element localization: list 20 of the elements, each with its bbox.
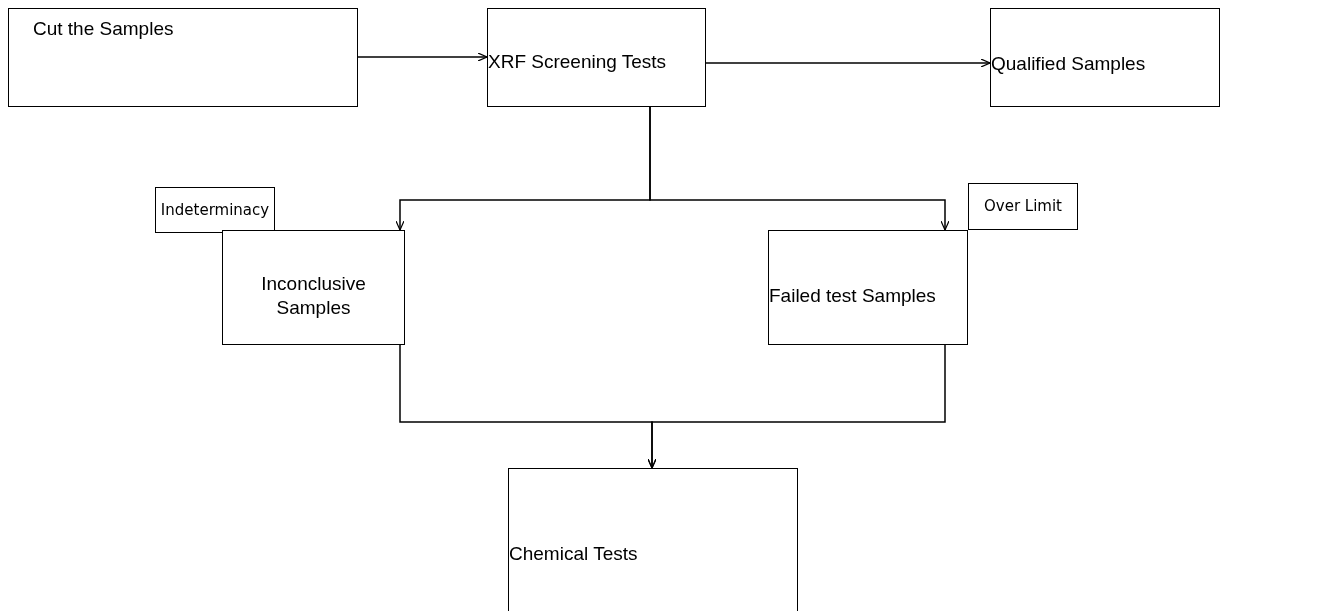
process-box (768, 230, 968, 345)
box-label: Chemical Tests (509, 542, 638, 566)
process-box (8, 8, 358, 107)
box-label: Failed test Samples (769, 283, 936, 308)
process-box (968, 183, 1078, 230)
box-label: Cut the Samples (33, 17, 174, 41)
arrow (705, 58, 991, 68)
box-label: XRF Screening Tests (488, 49, 667, 74)
process-box (487, 8, 706, 107)
box-label: Over Limit (983, 197, 1062, 216)
process-box (222, 230, 405, 345)
box-label: Indeterminacy (160, 200, 270, 220)
process-box (990, 8, 1220, 107)
arrow (647, 344, 946, 469)
box-label: Qualified Samples (991, 51, 1146, 76)
process-box (155, 187, 275, 233)
process-box (508, 468, 798, 611)
arrow (649, 106, 950, 231)
arrow (357, 52, 488, 62)
box-label: Inconclusive Samples (260, 271, 367, 320)
